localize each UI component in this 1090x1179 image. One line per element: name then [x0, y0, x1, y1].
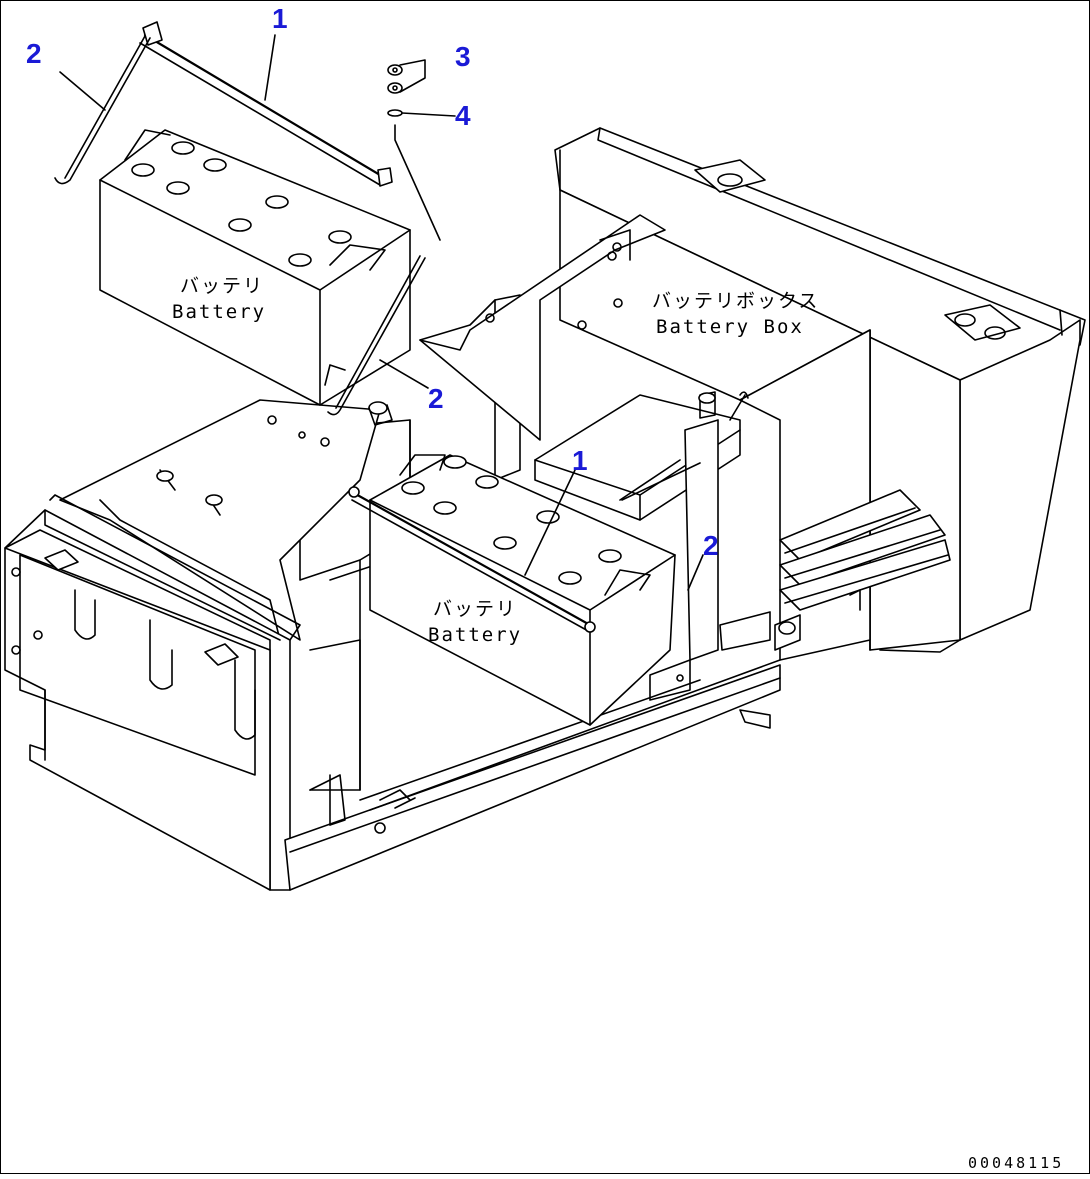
callout-1-mid: 1	[572, 445, 588, 476]
steps	[774, 489, 951, 651]
label-battery-box-en: Battery Box	[656, 316, 804, 338]
label-battery-upper-jp: バッテリ	[180, 275, 264, 297]
callout-2-right: 2	[703, 530, 719, 561]
label-battery-lower-en: Battery	[428, 624, 522, 646]
battery-lower	[348, 391, 771, 726]
callout-4: 4	[455, 100, 471, 131]
callout-2-topleft: 2	[26, 38, 42, 69]
battery-box	[59, 127, 1086, 791]
j-bolt-right	[621, 391, 749, 501]
washer	[387, 109, 403, 117]
callout-2-mid: 2	[428, 383, 444, 414]
j-bolt-left	[54, 35, 151, 185]
label-battery-box-jp: バッテリボックス	[652, 290, 819, 312]
battery-upper	[99, 129, 411, 406]
frame-rail	[284, 659, 781, 891]
label-battery-lower-jp: バッテリ	[433, 598, 517, 620]
leader-lines	[59, 34, 704, 591]
nuts	[387, 64, 403, 94]
j-bolt-mid	[327, 124, 441, 416]
label-battery-upper-en: Battery	[172, 301, 266, 323]
callout-1-top: 1	[272, 3, 288, 34]
drawing-code: 00048115	[968, 1154, 1064, 1172]
front-tray	[4, 494, 301, 891]
callout-3: 3	[455, 41, 471, 72]
hold-down-bar-upper	[139, 21, 393, 187]
